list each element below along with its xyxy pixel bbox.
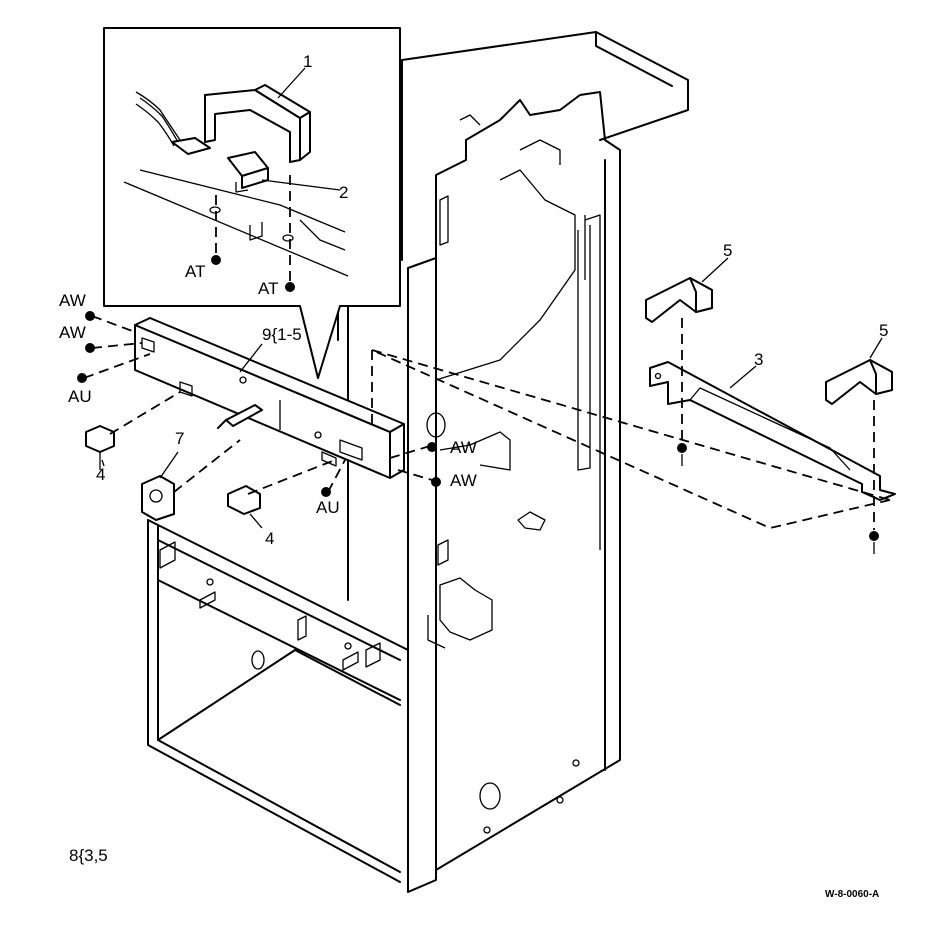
figure-id: W-8-0060-A bbox=[825, 889, 879, 900]
lower-frame bbox=[147, 289, 409, 883]
callout-1: 1 bbox=[303, 52, 312, 71]
callout-5-upper: 5 bbox=[723, 241, 732, 260]
callout-7: 7 bbox=[175, 429, 184, 448]
clip-4-left bbox=[85, 425, 115, 467]
bracket-3 bbox=[649, 361, 896, 501]
fastener-aw-1: AW bbox=[59, 291, 86, 310]
detail-inset bbox=[103, 27, 401, 379]
callout-9-leader bbox=[239, 343, 263, 373]
fastener-at-1: AT bbox=[185, 262, 205, 281]
callout-4-right: 4 bbox=[265, 529, 274, 548]
callout-9: 9{1-5 bbox=[262, 325, 302, 344]
assembly-note: 8{3,5 bbox=[69, 846, 108, 865]
connector-7 bbox=[141, 451, 179, 521]
callout-2: 2 bbox=[339, 183, 348, 202]
assembly-lines bbox=[83, 315, 891, 530]
bracket-assembly-9 bbox=[134, 317, 405, 479]
fastener-au-1: AU bbox=[68, 387, 92, 406]
callout-4-left: 4 bbox=[96, 465, 105, 484]
fastener-at-2: AT bbox=[258, 279, 278, 298]
callout-3: 3 bbox=[754, 350, 763, 369]
bracket-5-upper bbox=[645, 257, 729, 323]
main-frame bbox=[401, 31, 689, 893]
clip-4-right bbox=[227, 485, 263, 529]
callout-5-lower: 5 bbox=[879, 321, 888, 340]
fastener-aw-4: AW bbox=[450, 471, 477, 490]
fastener-dots bbox=[77, 311, 879, 554]
fastener-aw-3: AW bbox=[450, 438, 477, 457]
fastener-aw-2: AW bbox=[59, 323, 86, 342]
bracket-5-lower bbox=[825, 337, 893, 405]
fastener-au-2: AU bbox=[316, 498, 340, 517]
